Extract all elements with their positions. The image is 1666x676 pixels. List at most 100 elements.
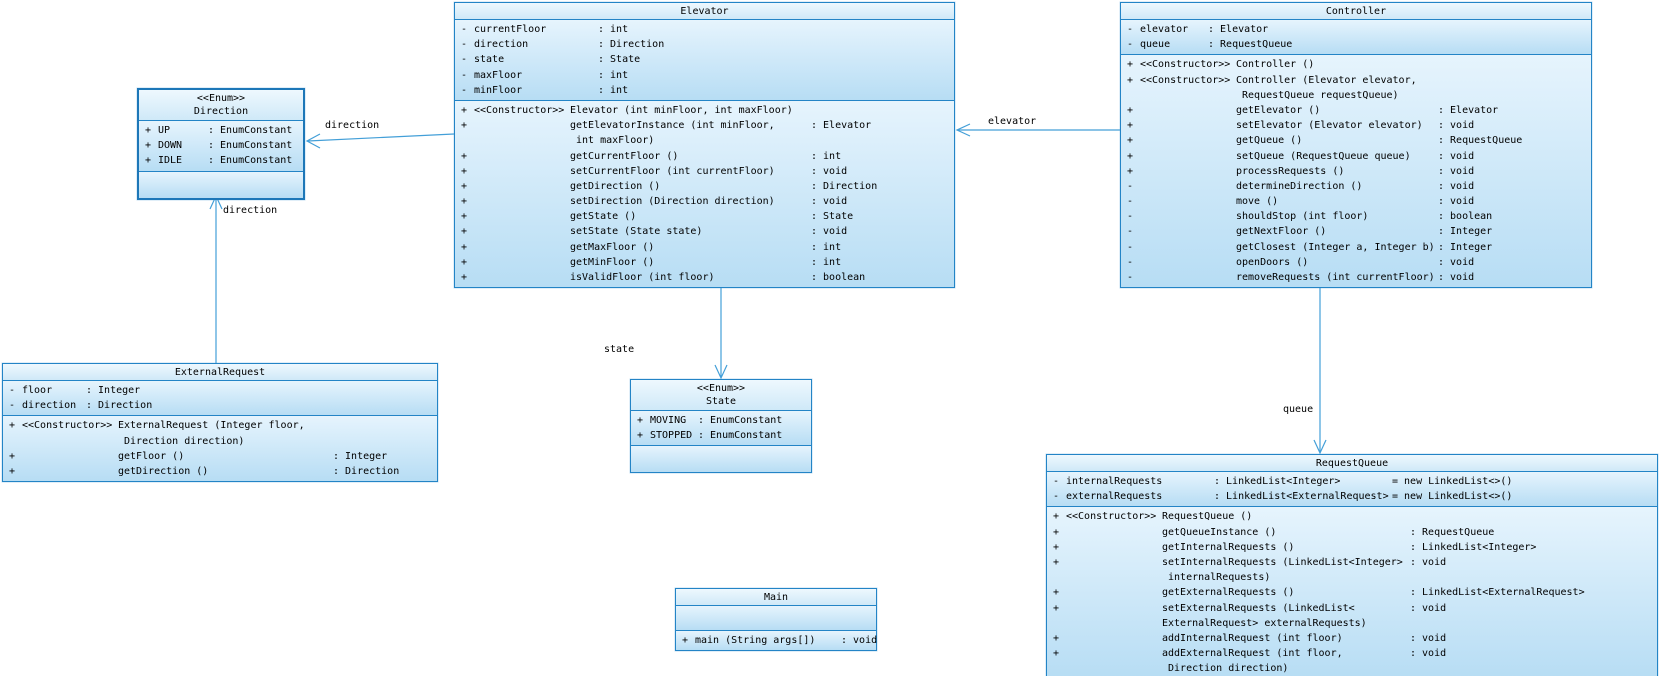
compartment-methods <box>139 170 303 198</box>
class-title: <<Enum>>Direction <box>139 90 303 120</box>
member-row: +<<Constructor>>Controller () <box>1127 59 1315 71</box>
member-row: Direction direction) <box>1162 663 1289 675</box>
member-row: +setElevator (Elevator elevator): void <box>1127 120 1475 132</box>
compartment-attributes: -floor: Integer -direction: Direction <box>3 380 437 416</box>
class-box-elevator[interactable]: Elevator -currentFloor: int -direction: D… <box>454 2 955 289</box>
class-title: RequestQueue <box>1047 455 1657 471</box>
compartment-attributes: -elevator: Elevator-queue: RequestQueue <box>1121 19 1591 55</box>
member-row: -direction: Direction <box>9 400 153 412</box>
association-elevator-direction[interactable] <box>305 133 455 149</box>
member-row: +setState (State state): void <box>461 226 848 238</box>
member-row: +getDirection (): Direction <box>461 180 878 192</box>
member-row: +setQueue (RequestQueue queue): void <box>1127 150 1475 162</box>
member-row: -shouldStop (int floor): boolean <box>1127 211 1493 223</box>
class-box-externalrequest[interactable]: ExternalRequest -floor: Integer -directio… <box>2 363 438 483</box>
association-elevator-state[interactable] <box>714 286 728 380</box>
member-row: +processRequests (): void <box>1127 165 1475 177</box>
member-row: RequestQueue requestQueue) <box>1236 89 1399 101</box>
member-row: -removeRequests (int currentFloor): void <box>1127 272 1475 283</box>
class-box-main[interactable]: Main +main (String args[]): void <box>675 588 878 652</box>
member-row: +<<Constructor>>Elevator (int minFloor, … <box>461 104 793 116</box>
member-row: +getState (): State <box>461 211 854 223</box>
member-row: +getQueue (): RequestQueue <box>1127 135 1523 147</box>
member-row: +getElevator (): Elevator <box>1127 104 1499 116</box>
class-title: <<Enum>>State <box>631 380 811 410</box>
member-row: +STOPPED: EnumConstant <box>637 430 783 442</box>
open-arrowhead-icon <box>305 133 321 149</box>
member-row: +MOVING: EnumConstant <box>637 415 783 426</box>
class-title: ExternalRequest <box>3 364 437 380</box>
member-row: +getElevatorInstance (int minFloor,: Ele… <box>461 120 872 132</box>
member-row: -internalRequests: LinkedList<Integer>= … <box>1053 476 1513 487</box>
association-controller-elevator[interactable] <box>955 123 1120 137</box>
association-externalrequest-direction[interactable] <box>209 194 223 363</box>
compartment-methods <box>631 445 811 473</box>
class-title: Main <box>676 589 876 605</box>
edge-label-state: state <box>604 344 635 355</box>
compartment-attributes: -currentFloor: int -direction: Direction -… <box>455 19 954 100</box>
member-row: -state: State <box>461 54 641 66</box>
member-row: +main (String args[]): void <box>682 635 878 646</box>
member-row: ExternalRequest> externalRequests) <box>1162 617 1367 629</box>
member-row: +getExternalRequests (): LinkedList<Exte… <box>1053 587 1585 599</box>
member-row: -direction: Direction <box>461 39 665 51</box>
compartment-methods: +<<Constructor>>ExternalRequest (Integer… <box>3 415 437 482</box>
class-title: Elevator <box>455 3 954 19</box>
member-row: internalRequests) <box>1162 572 1271 584</box>
stereotype-label: <<Enum>> <box>196 93 246 104</box>
compartment-methods: +main (String args[]): void <box>676 630 878 651</box>
member-row: +<<Constructor>>Controller (Elevator ele… <box>1127 74 1417 86</box>
member-row: +setExternalRequests (LinkedList<: void <box>1053 602 1447 614</box>
member-row: +setDirection (Direction direction): voi… <box>461 196 848 208</box>
member-row: -queue: RequestQueue <box>1127 39 1293 51</box>
member-row: -move (): void <box>1127 196 1475 208</box>
member-row: +getInternalRequests (): LinkedList<Inte… <box>1053 541 1537 553</box>
open-arrowhead-icon <box>714 364 728 380</box>
member-row: +getQueueInstance (): RequestQueue <box>1053 526 1495 538</box>
class-box-requestqueue[interactable]: RequestQueue -internalRequests: LinkedLi… <box>1046 454 1658 676</box>
member-row: +getFloor (): Integer <box>9 450 388 462</box>
compartment-methods: +<<Constructor>>Controller () +<<Construc… <box>1121 54 1591 288</box>
class-box-direction[interactable]: <<Enum>>Direction +UP: EnumConstant+DOWN… <box>137 88 305 200</box>
member-row: +addExternalRequest (int floor,: void <box>1053 648 1447 660</box>
member-row: +getMaxFloor (): int <box>461 241 842 253</box>
association-controller-requestqueue[interactable] <box>1313 285 1327 455</box>
compartment-attributes <box>676 605 876 630</box>
compartment-attributes: +UP: EnumConstant+DOWN: EnumConstant+IDL… <box>139 120 303 171</box>
member-row: -getClosest (Integer a, Integer b): Inte… <box>1127 241 1493 253</box>
compartment-attributes: -internalRequests: LinkedList<Integer>= … <box>1047 471 1657 507</box>
member-row: -getNextFloor (): Integer <box>1127 226 1493 238</box>
member-row: int maxFloor) <box>570 135 655 147</box>
compartment-methods: +<<Constructor>>Elevator (int minFloor, … <box>455 99 954 288</box>
edge-label-direction: direction <box>223 205 278 216</box>
member-row: +getCurrentFloor (): int <box>461 150 842 162</box>
open-arrowhead-icon <box>1313 439 1327 455</box>
member-row: -maxFloor: int <box>461 69 629 81</box>
stereotype-label: <<Enum>> <box>696 383 746 394</box>
member-row: +DOWN: EnumConstant <box>145 140 293 152</box>
compartment-attributes: +MOVING: EnumConstant +STOPPED: EnumConst… <box>631 410 811 446</box>
class-box-state[interactable]: <<Enum>>State +MOVING: EnumConstant +STOP… <box>630 379 812 474</box>
class-box-controller[interactable]: Controller -elevator: Elevator-queue: Re… <box>1120 2 1592 289</box>
member-row: -externalRequests: LinkedList<ExternalRe… <box>1053 491 1513 503</box>
member-row: +isValidFloor (int floor): boolean <box>461 272 866 283</box>
member-row: +<<Constructor>>ExternalRequest (Integer… <box>9 420 305 432</box>
edge-label-queue: queue <box>1283 404 1314 415</box>
member-row: -determineDirection (): void <box>1127 180 1475 192</box>
member-row: +setInternalRequests (LinkedList<Integer… <box>1053 556 1447 568</box>
member-row: +<<Constructor>>RequestQueue () <box>1053 511 1253 523</box>
edge-label-elevator: elevator <box>988 116 1037 127</box>
member-row: -minFloor: int <box>461 84 629 96</box>
open-arrowhead-icon <box>955 123 971 137</box>
compartment-methods: +<<Constructor>>RequestQueue () +getQueue… <box>1047 506 1657 676</box>
member-row: +getDirection (): Direction <box>9 465 400 477</box>
edge-label-direction: direction <box>325 120 380 131</box>
member-row: +setCurrentFloor (int currentFloor): voi… <box>461 165 848 177</box>
member-row: -currentFloor: int <box>461 24 629 35</box>
member-row: Direction direction) <box>118 435 245 447</box>
member-row: -openDoors (): void <box>1127 256 1475 268</box>
member-row: -floor: Integer <box>9 385 141 396</box>
member-row: +IDLE: EnumConstant <box>145 155 293 167</box>
